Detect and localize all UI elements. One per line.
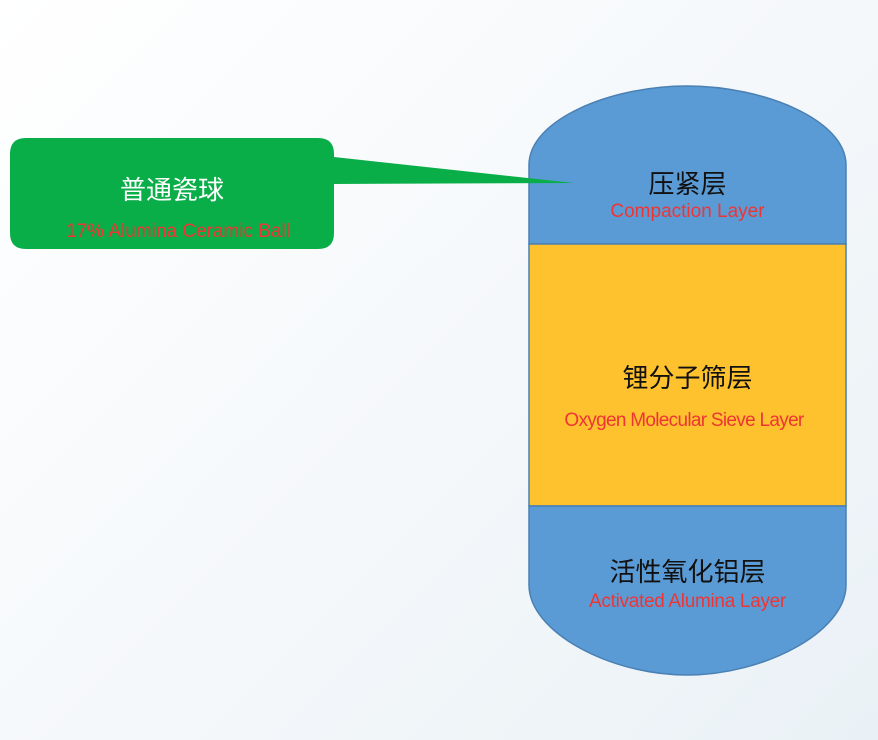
callout-title: 普通瓷球 [119, 176, 224, 206]
callout-bubble [10, 138, 574, 249]
compaction-layer-label-en: Compaction Layer [610, 201, 765, 222]
compaction-layer-label-zh: 压紧层 [648, 170, 727, 200]
callout-subtitle: 17% Alumina Ceramic Ball [66, 221, 290, 242]
sieve-layer-label-en: Oxygen Molecular Sieve Layer [564, 410, 804, 431]
sieve-layer-label-zh: 锂分子筛层 [622, 364, 753, 394]
compaction-layer-shape [528, 85, 847, 245]
alumina-layer-label-zh: 活性氧化铝层 [609, 558, 766, 588]
alumina-layer-label-en: Activated Alumina Layer [589, 591, 786, 612]
sieve-layer-shape [528, 243, 847, 507]
alumina-layer-shape [528, 505, 847, 676]
